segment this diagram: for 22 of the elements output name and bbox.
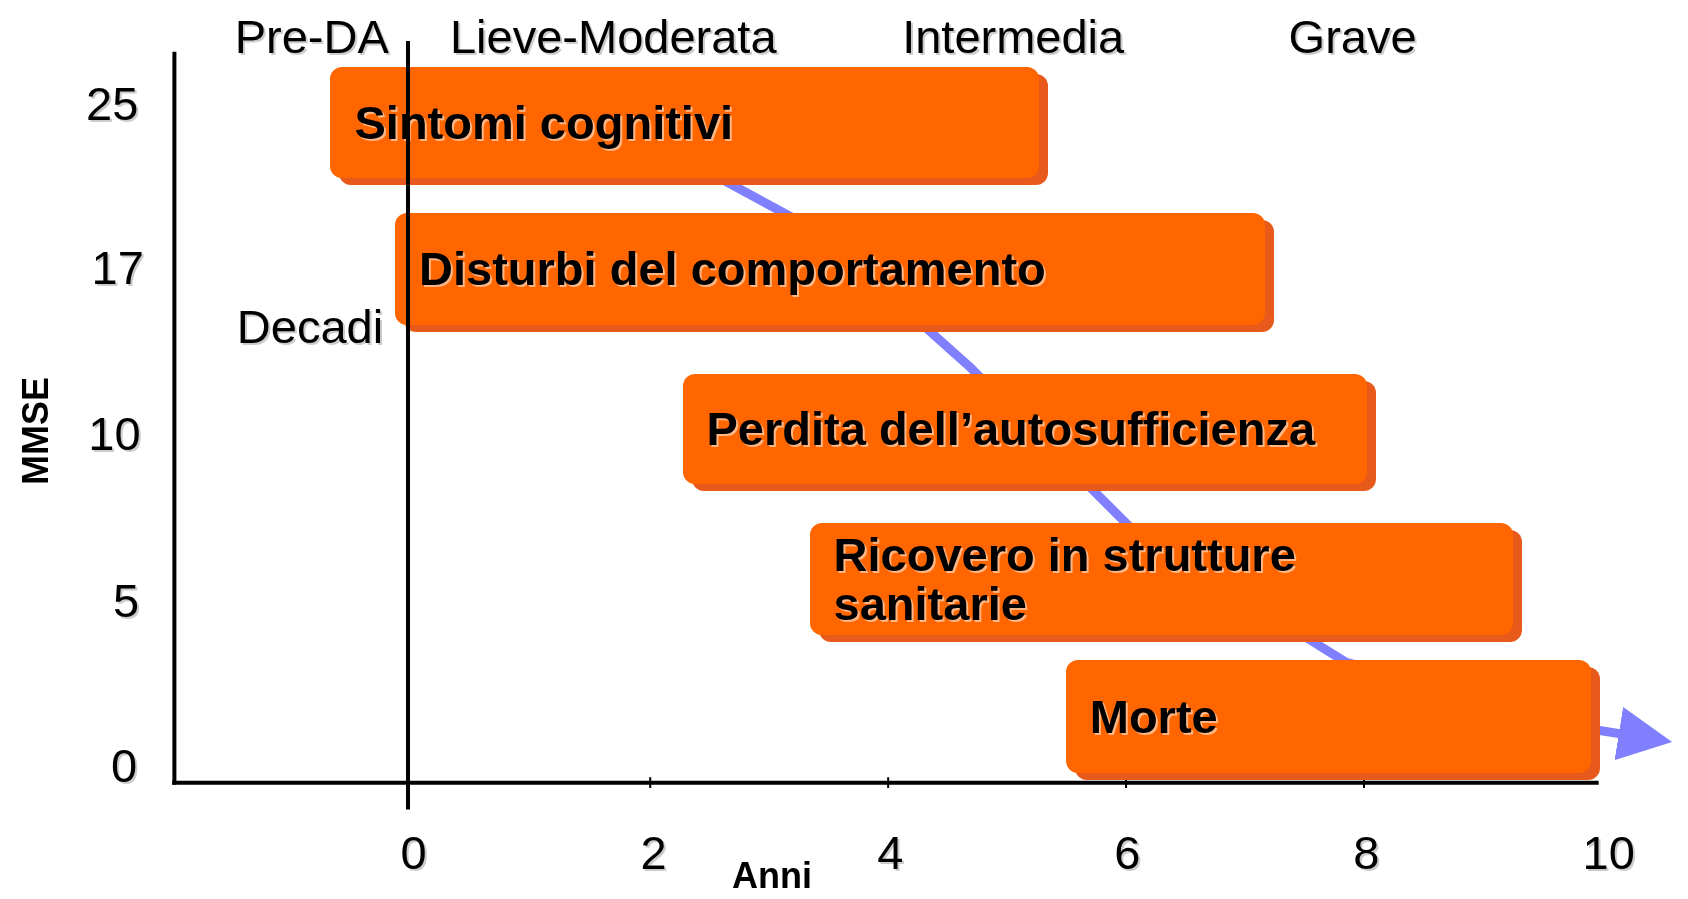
stage-label: Morte	[1089, 691, 1218, 742]
stage-heading: Grave	[1288, 12, 1417, 60]
tick-label: 4	[877, 828, 904, 876]
tick-label: 0	[110, 741, 137, 789]
tick-label: 25	[86, 79, 139, 127]
stage-heading: Pre-DA	[234, 12, 389, 60]
stage-heading: Lieve-Moderata	[450, 12, 777, 60]
stage-label: Perdita dell’autosufficienza	[706, 404, 1316, 454]
tick-label: 2	[640, 828, 667, 876]
axis-title: MMSE	[17, 377, 54, 486]
tick-label: 10	[1582, 828, 1635, 876]
tick-label: 8	[1353, 828, 1380, 876]
tick-label: 0	[400, 828, 427, 876]
tick-label: 17	[91, 244, 144, 292]
tick-label: 6	[1114, 828, 1141, 876]
stage-label: Ricovero in strutture sanitarie	[833, 529, 1297, 629]
stage-label: Disturbi del comportamento	[419, 244, 1046, 294]
stage-heading: Intermedia	[902, 12, 1125, 60]
tick-label: 5	[113, 577, 140, 624]
axis-title: Anni	[732, 858, 812, 894]
axis-note: Decadi	[236, 302, 384, 350]
tick-label: 10	[88, 410, 141, 458]
